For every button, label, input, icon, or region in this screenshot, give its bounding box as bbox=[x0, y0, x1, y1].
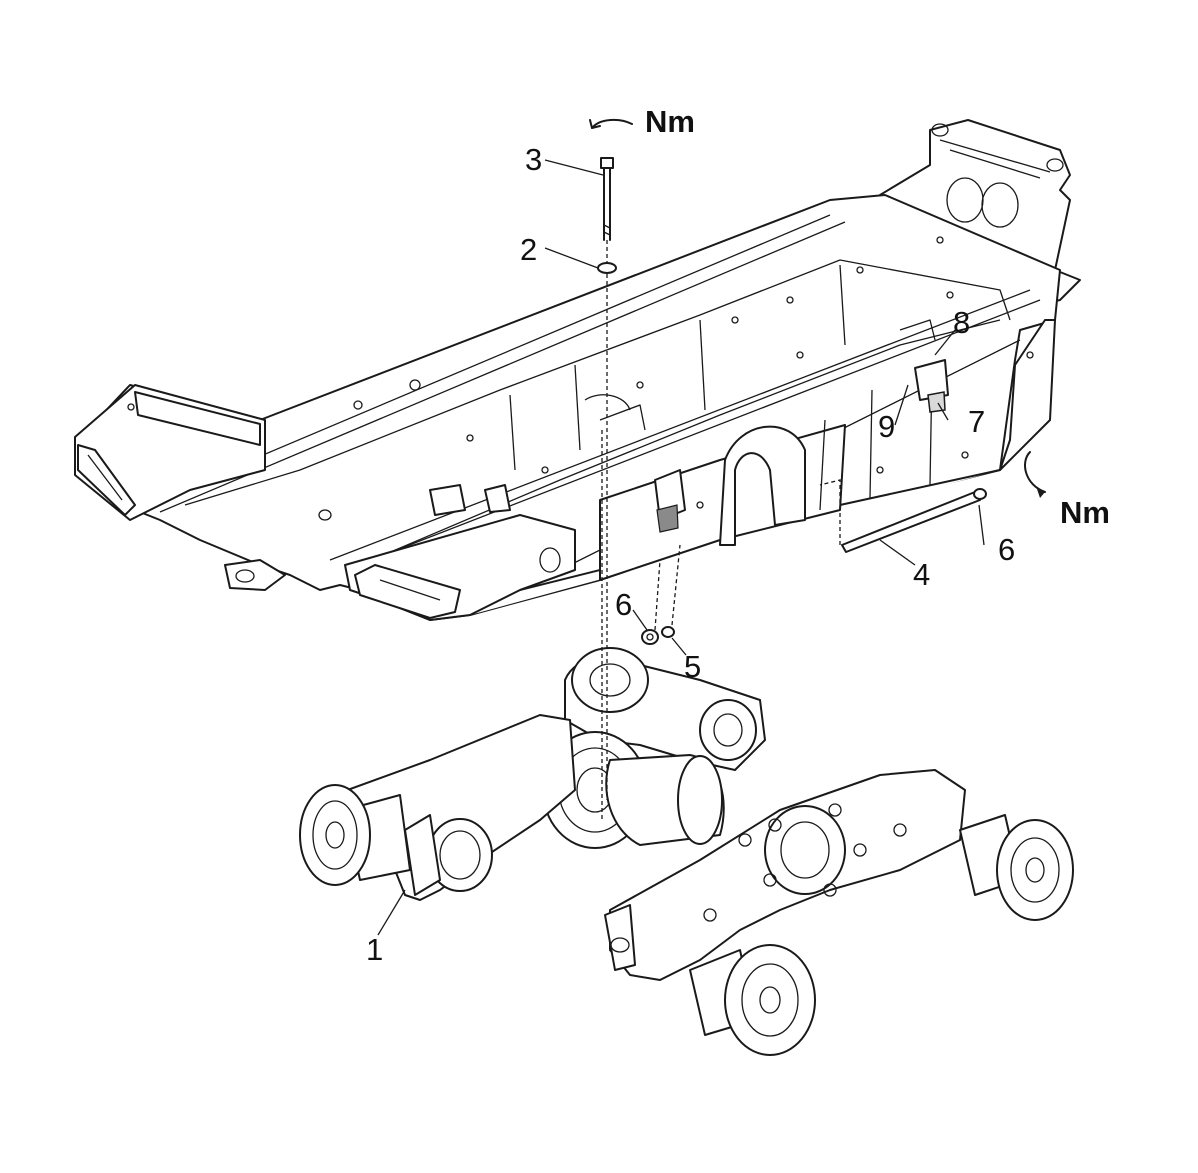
nut-part-6 bbox=[641, 629, 659, 645]
bolt-part-3 bbox=[600, 157, 614, 241]
callout-4: 4 bbox=[913, 557, 930, 592]
assembly-lines bbox=[601, 240, 841, 820]
torque-arrow-top-icon bbox=[589, 118, 633, 129]
callout-1: 1 bbox=[366, 932, 383, 967]
bogie-assembly bbox=[299, 647, 1074, 1056]
callout-7: 7 bbox=[968, 404, 985, 439]
pin-part-4 bbox=[841, 488, 987, 553]
washer-part-5 bbox=[661, 626, 675, 638]
callout-2: 2 bbox=[520, 232, 537, 267]
callout-6-nut: 6 bbox=[615, 587, 632, 622]
callout-9: 9 bbox=[878, 409, 895, 444]
torque-label-top: Nm bbox=[645, 104, 695, 139]
leader-lines bbox=[377, 159, 985, 936]
torque-arrow-right-icon bbox=[1024, 451, 1046, 498]
washer-part-2 bbox=[597, 262, 617, 274]
callout-6-pin: 6 bbox=[998, 532, 1015, 567]
callout-5: 5 bbox=[684, 649, 701, 684]
callout-8: 8 bbox=[953, 305, 970, 340]
callout-3: 3 bbox=[525, 142, 542, 177]
chassis-frame bbox=[74, 119, 1081, 621]
torque-label-right: Nm bbox=[1060, 495, 1110, 530]
